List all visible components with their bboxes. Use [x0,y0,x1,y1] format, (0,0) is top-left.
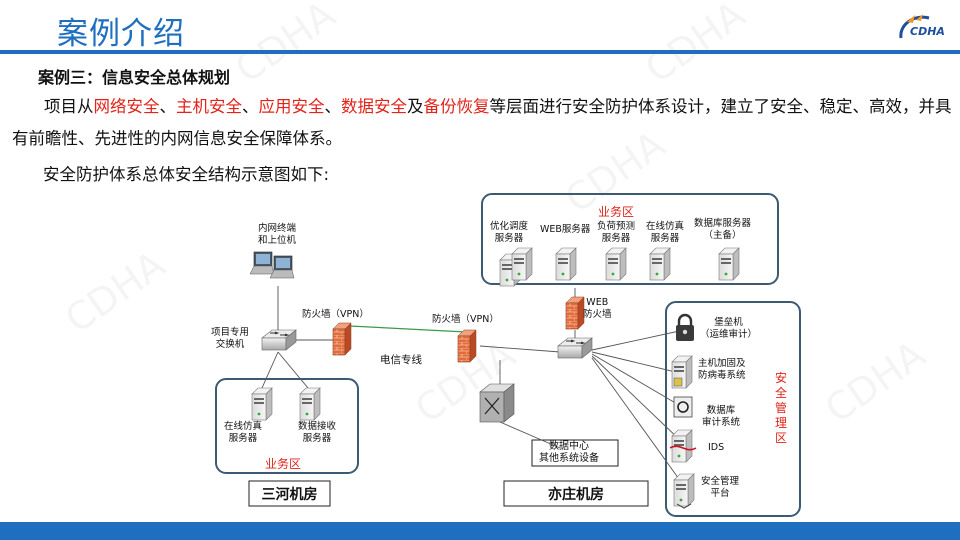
server-label: 优化调度服务器 [490,221,529,244]
firewall-label-left: 防火墙（VPN） [302,309,369,320]
security-zone-label: 安全管理区 [775,371,788,445]
logo-icon [899,14,930,39]
room-sanhe: 三河机房 [261,487,318,503]
title-rule [0,50,960,54]
footer-bar [0,522,960,540]
connection-lines [261,286,685,487]
room-yizhuang: 亦庄机房 [548,487,604,503]
server-label: 在线仿真服务器 [224,421,263,444]
business-zone-box [481,193,779,285]
server-label: 负荷预测服务器 [597,221,636,244]
terminal-label: 内网终端和上位机 [258,223,297,246]
room-box-yizhuang [503,480,649,507]
firewall-icon [565,296,585,330]
shield-icon [671,355,693,389]
server-icon [605,247,627,281]
link-label: 电信专线 [380,354,422,366]
lock-icon [676,313,694,341]
business-zone-label: 业务区 [598,205,635,219]
intro-paragraph: 项目从网络安全、主机安全、应用安全、数据安全及备份恢复等层面进行安全防护体系设计… [12,97,952,148]
left-zone-box [215,378,359,474]
device-label: IDS [708,442,725,453]
audit-icon [673,396,693,418]
platform-icon [673,473,695,509]
server-label: 在线仿真服务器 [646,221,685,244]
server-icon [718,247,740,281]
switch-icon [261,329,297,351]
switch-icon [557,337,593,359]
server-label: WEB服务器 [540,224,591,235]
device-label: 安全管理平台 [701,476,740,499]
pc-icon [249,251,295,279]
server-icon [555,247,577,281]
datacenter-label: 数据中心其他系统设备 [539,441,599,464]
server-icon [511,247,533,281]
switch-label: 项目专用交换机 [211,327,250,350]
left-zone-label: 业务区 [265,457,302,471]
diagram-caption: 安全防护体系总体安全结构示意图如下: [43,165,330,184]
firewall-label-right: 防火墙（VPN） [432,314,499,325]
case-title: 案例三：信息安全总体规划 [38,68,231,87]
device-label: 数据库审计系统 [702,405,741,428]
datacenter-box [531,439,619,467]
logo-text: CDHA [910,25,945,38]
server-icon [649,247,671,281]
ids-icon [669,429,697,463]
firewall-icon [457,329,477,363]
page-title: 案例介绍 [57,16,185,52]
firewall-icon [332,322,352,356]
router-icon [479,383,515,423]
device-label: 主机加固及防病毒系统 [698,358,746,381]
server-label: 数据接收服务器 [298,421,337,444]
server-icon [299,387,321,421]
device-label: 堡垒机（运维审计） [700,317,758,340]
server-icon [251,387,273,421]
security-zone-box [665,301,801,517]
room-box-sanhe [248,480,331,507]
server-label: 数据库服务器（主备） [694,218,752,241]
